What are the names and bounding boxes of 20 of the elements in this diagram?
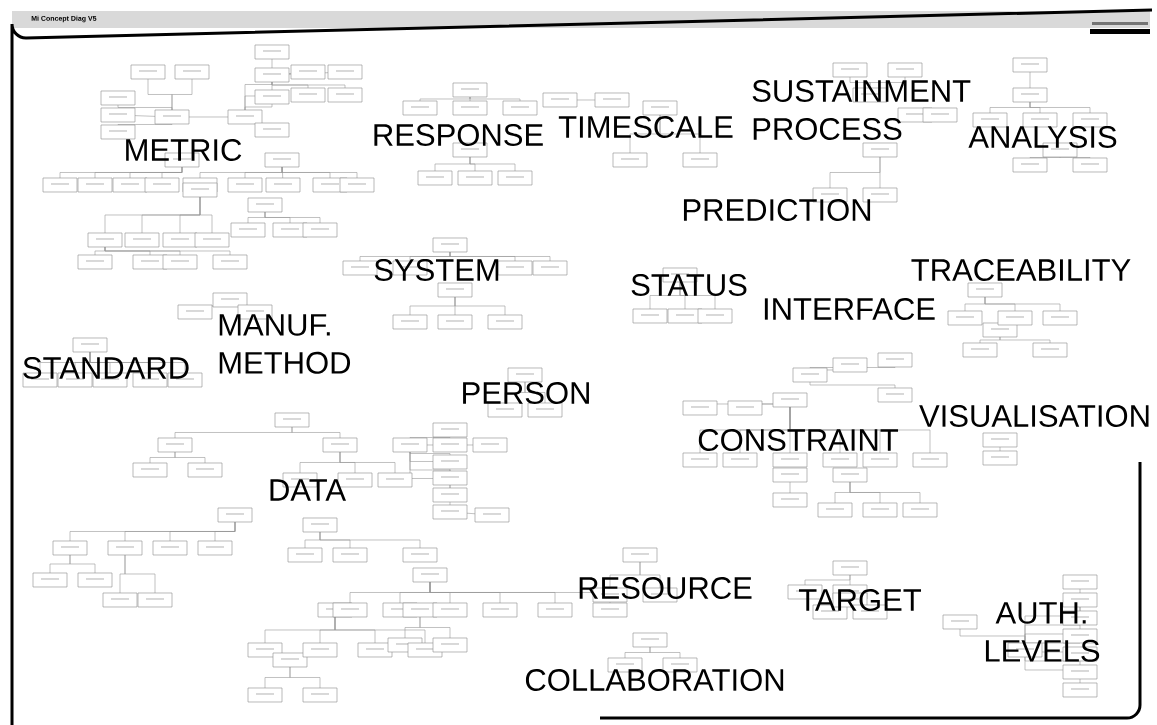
category-label: VISUALISATION	[919, 405, 1149, 427]
category-label: PREDICTION	[683, 199, 871, 221]
category-label: CONSTRAINT	[698, 429, 899, 451]
category-label: SYSTEM	[374, 259, 499, 281]
category-label: TIMESCALE	[558, 116, 733, 138]
category-label: RESPONSE	[374, 124, 543, 146]
category-label: INTERFACE	[764, 298, 935, 320]
category-label: AUTH. LEVELS	[985, 602, 1100, 662]
category-label: ANALYSIS	[968, 126, 1117, 148]
category-label: STANDARD	[23, 357, 189, 379]
category-label: PERSON	[463, 382, 589, 404]
category-label: MANUF. METHOD	[219, 314, 351, 374]
category-label: METRIC	[126, 139, 242, 161]
category-label: COLLABORATION	[525, 669, 784, 691]
category-label: STATUS	[631, 274, 747, 296]
category-label: SUSTAINMENT PROCESS	[752, 80, 971, 140]
category-label: DATA	[270, 479, 346, 501]
category-label: TARGET	[799, 589, 921, 611]
category-label: RESOURCE	[579, 577, 752, 599]
category-label: TRACEABILITY	[911, 259, 1131, 281]
